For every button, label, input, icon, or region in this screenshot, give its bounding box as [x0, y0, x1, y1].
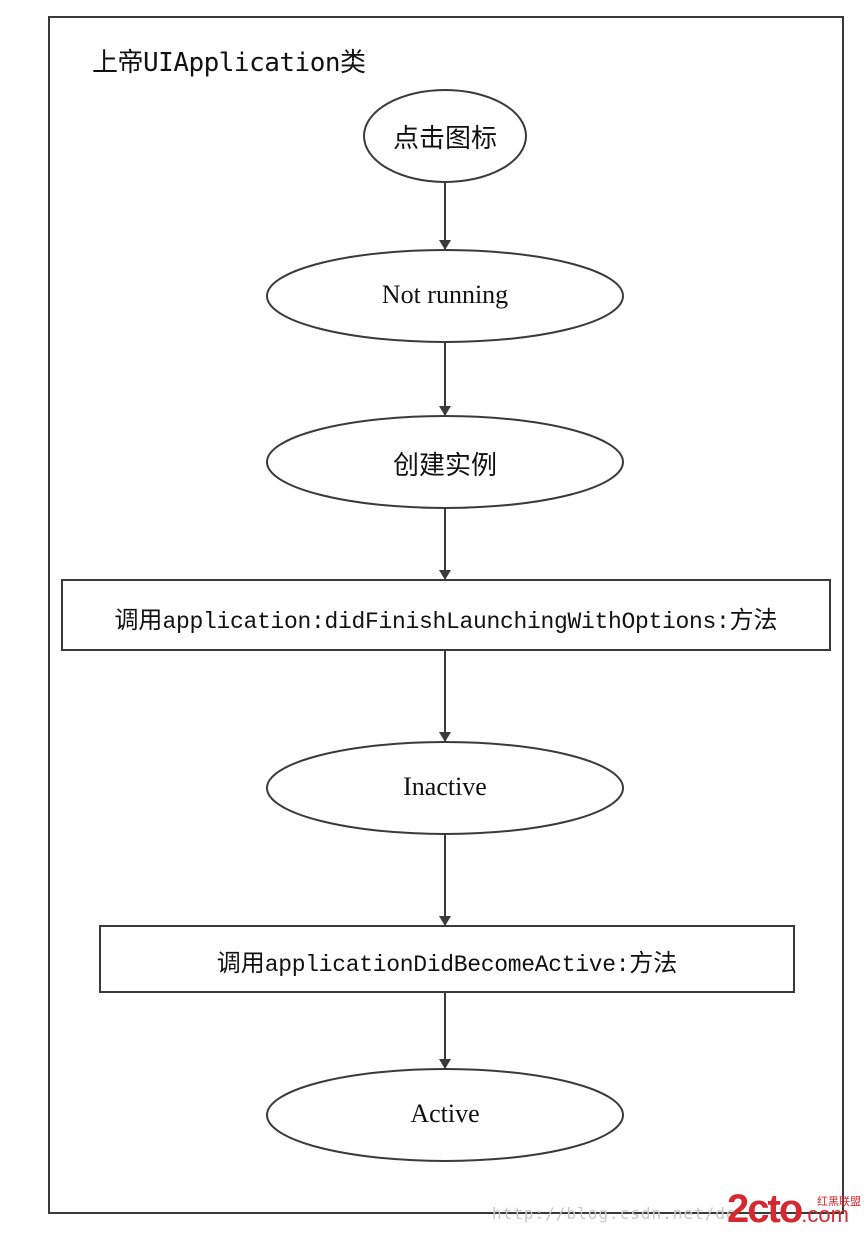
label-inactive: Inactive: [403, 772, 487, 801]
label-click-icon: 点击图标: [392, 124, 497, 154]
label-not-running: Not running: [381, 280, 509, 309]
node-call-did-finish: [61, 579, 831, 651]
call-did-finish-code: application:didFinishLaunchingWithOption…: [162, 609, 730, 635]
call-did-become-code: applicationDidBecomeActive:: [264, 952, 630, 978]
site-logo: 2cto.com: [727, 1187, 849, 1232]
logo-suffix: .com: [801, 1202, 849, 1227]
node-active: [266, 1068, 624, 1162]
title-prefix: 上帝: [92, 48, 144, 78]
watermark-url: http://blog.csdn.net/de: [492, 1204, 737, 1223]
title-code: UIApplication: [143, 48, 341, 78]
call-did-finish-suffix: 方法: [729, 606, 778, 634]
logo-main: 2cto: [727, 1187, 803, 1231]
label-create-instance: 创建实例: [392, 451, 497, 481]
call-did-finish-prefix: 调用: [114, 606, 163, 634]
title-suffix: 类: [340, 48, 366, 78]
node-call-did-become: [99, 925, 795, 993]
call-did-become-prefix: 调用: [216, 949, 265, 977]
label-call-did-become: 调用applicationDidBecomeActive:方法: [100, 943, 794, 978]
container-title: 上帝UIApplication类: [92, 42, 366, 79]
label-active: Active: [410, 1099, 480, 1128]
uiapplication-container: [48, 16, 844, 1214]
call-did-become-suffix: 方法: [629, 949, 678, 977]
label-call-did-finish: 调用application:didFinishLaunchingWithOpti…: [62, 600, 830, 635]
logo-side-text: 红黑联盟: [817, 1195, 861, 1208]
